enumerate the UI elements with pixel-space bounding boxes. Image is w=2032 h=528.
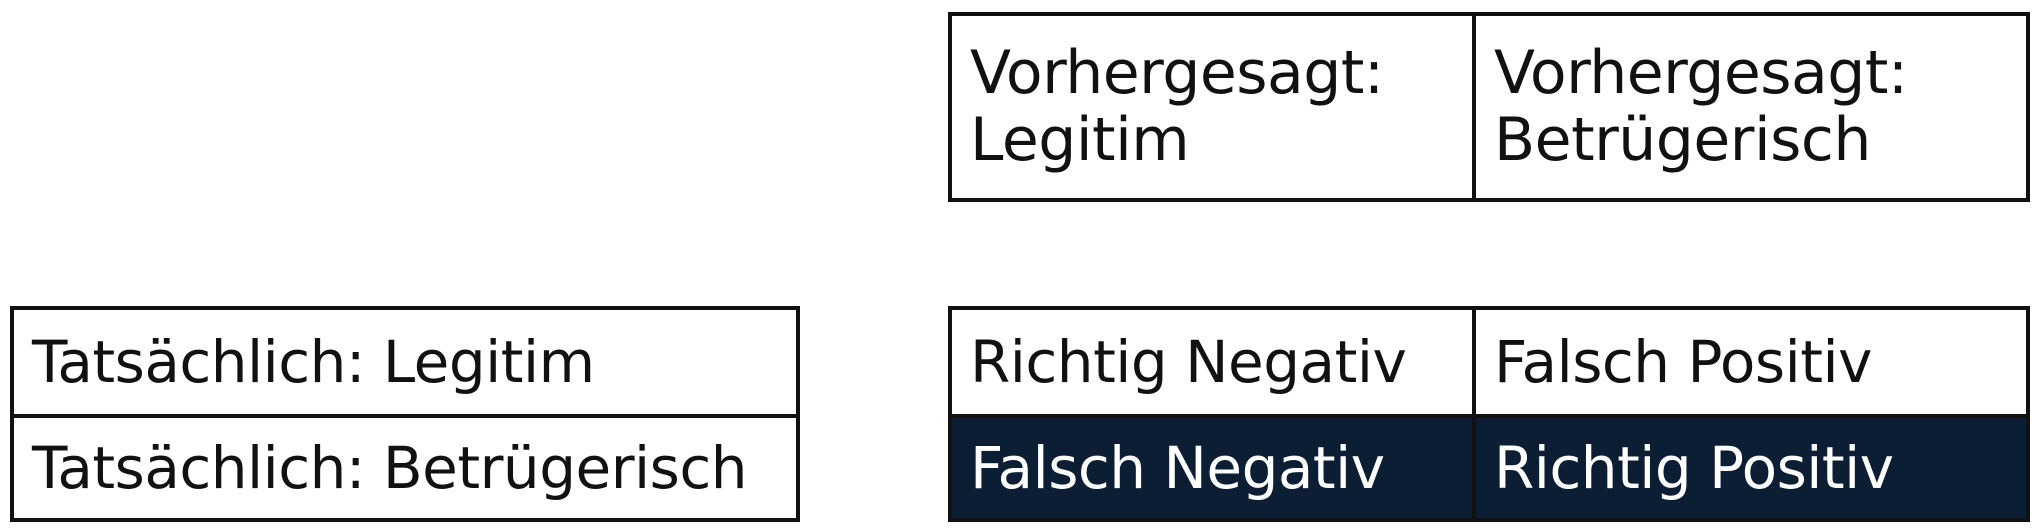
true-positive-text: Richtig Positiv bbox=[1494, 434, 1894, 502]
matrix-column-divider bbox=[1472, 310, 1476, 518]
predicted-legit-line2: Legitim bbox=[970, 105, 1190, 175]
actual-fraud-text: Tatsächlich: Betrügerisch bbox=[32, 434, 748, 502]
actual-legit-text: Tatsächlich: Legitim bbox=[32, 328, 595, 396]
header-divider bbox=[1472, 16, 1476, 198]
false-negative-text: Falsch Negativ bbox=[970, 434, 1385, 502]
row-header-divider bbox=[14, 414, 796, 418]
confusion-matrix: Richtig Negativ Falsch Positiv Falsch Ne… bbox=[948, 306, 2030, 522]
predicted-header-box: Vorhergesagt: Legitim Vorhergesagt: Betr… bbox=[948, 12, 2030, 202]
predicted-fraud-line2: Betrügerisch bbox=[1494, 105, 1871, 175]
predicted-fraud-header: Vorhergesagt: Betrügerisch bbox=[1476, 16, 2026, 198]
predicted-fraud-line1: Vorhergesagt: bbox=[1494, 37, 1908, 108]
false-negative-cell: Falsch Negativ bbox=[952, 418, 1472, 518]
true-negative-text: Richtig Negativ bbox=[970, 328, 1407, 396]
true-negative-cell: Richtig Negativ bbox=[952, 310, 1472, 414]
actual-legit-label: Tatsächlich: Legitim bbox=[14, 310, 796, 414]
false-positive-text: Falsch Positiv bbox=[1494, 328, 1872, 396]
predicted-legit-header: Vorhergesagt: Legitim bbox=[952, 16, 1472, 198]
actual-header-box: Tatsächlich: Legitim Tatsächlich: Betrüg… bbox=[10, 306, 800, 522]
true-positive-cell: Richtig Positiv bbox=[1476, 418, 2026, 518]
predicted-legit-line1: Vorhergesagt: bbox=[970, 37, 1384, 108]
false-positive-cell: Falsch Positiv bbox=[1476, 310, 2026, 414]
actual-fraud-label: Tatsächlich: Betrügerisch bbox=[14, 418, 796, 518]
matrix-row-divider bbox=[952, 414, 2026, 418]
